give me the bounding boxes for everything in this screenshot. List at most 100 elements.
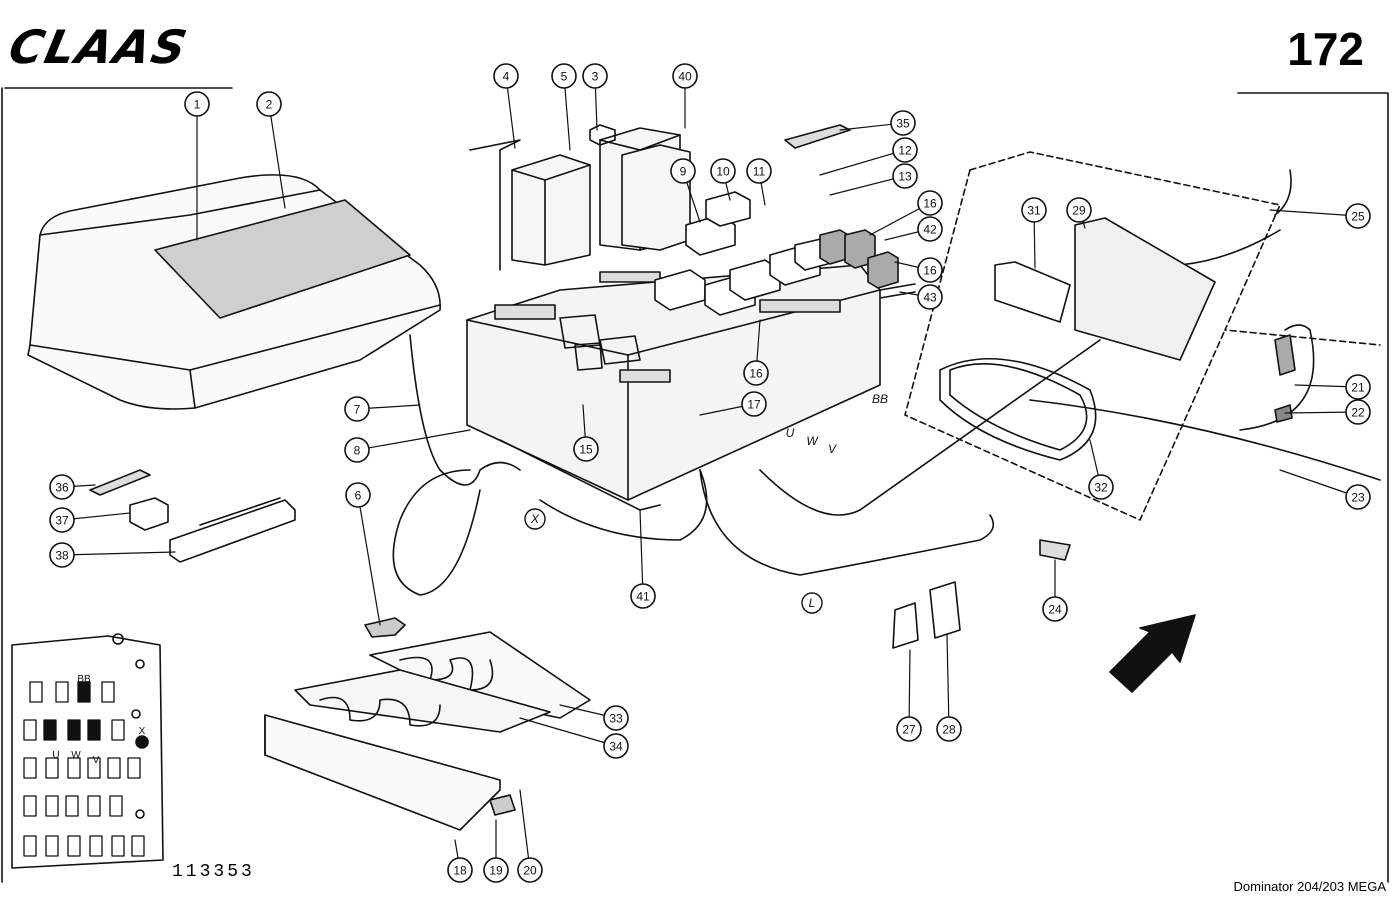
callout-circle: [551, 63, 577, 89]
page-number: 172: [1287, 23, 1364, 75]
callout-22: 22: [1284, 399, 1371, 425]
leader-line: [519, 717, 617, 747]
callout-circle: [184, 91, 210, 117]
callout-label: 23: [1351, 491, 1365, 505]
inset-label-bb: BB: [77, 674, 91, 685]
callout-circle: [344, 437, 370, 463]
callout-label: 13: [898, 170, 912, 184]
callout-label: 12: [898, 144, 912, 158]
inset-fuse: [67, 757, 81, 779]
callout-circle: [1042, 596, 1068, 622]
callout-5: 5: [551, 63, 577, 151]
callout-12: 12: [819, 137, 918, 176]
connector-letter-bb: BB: [872, 392, 888, 406]
callout-33: 33: [559, 704, 629, 731]
callout-41: 41: [630, 509, 656, 609]
leader-line: [1279, 469, 1359, 498]
small-relays: [654, 191, 916, 316]
letter-text: W: [806, 434, 819, 448]
connector-letter-w: W: [806, 434, 819, 448]
callout-label: 27: [902, 723, 916, 737]
inset-label-w: W: [71, 750, 81, 761]
connector-letter-v: V: [828, 442, 837, 456]
inset-label-u: U: [52, 750, 59, 761]
control-unit: [939, 217, 1296, 461]
callout-label: 3: [592, 70, 599, 84]
callout-circle: [447, 857, 473, 883]
callout-label: 42: [923, 223, 937, 237]
callout-label: 43: [923, 291, 937, 305]
callout-label: 2: [266, 98, 273, 112]
callout-label: 32: [1094, 481, 1108, 495]
callout-circle: [344, 396, 370, 422]
callout-label: 21: [1351, 381, 1365, 395]
callout-label: 4: [503, 70, 510, 84]
callout-label: 5: [561, 70, 568, 84]
inset-fuse: [43, 719, 57, 741]
callout-label: 10: [716, 165, 730, 179]
leader-line: [519, 789, 531, 871]
callout-1: 1: [184, 91, 210, 241]
callout-circle: [672, 63, 698, 89]
inset-fuse: [23, 835, 37, 857]
callout-42: 42: [884, 216, 943, 242]
callout-15: 15: [573, 404, 599, 462]
callout-circle: [892, 137, 918, 163]
callout-label: 25: [1351, 210, 1365, 224]
inset-fuse: [109, 795, 123, 817]
callout-circle: [49, 474, 75, 500]
callout-label: 16: [923, 264, 937, 278]
inset-fuse: [87, 757, 101, 779]
callout-38: 38: [49, 542, 176, 568]
letter-text: X: [530, 512, 540, 526]
leader-line: [829, 175, 906, 196]
inset-fuse: [131, 835, 145, 857]
callout-34: 34: [519, 717, 629, 759]
callout-label: 11: [753, 165, 766, 179]
callout-11: 11: [746, 158, 772, 206]
inset-fuse: [45, 757, 59, 779]
callout-10: 10: [710, 158, 736, 201]
callout-circle: [49, 542, 75, 568]
callout-label: 16: [749, 367, 763, 381]
callout-circle: [1066, 197, 1092, 223]
relay-box: [466, 264, 881, 511]
callout-circle: [917, 257, 943, 283]
callout-circle: [917, 190, 943, 216]
callout-circle: [710, 158, 736, 184]
wiring-harness: [392, 169, 1381, 596]
leader-line: [61, 551, 176, 556]
leader-line: [356, 429, 471, 451]
callout-circle: [49, 507, 75, 533]
callout-circle: [256, 91, 282, 117]
inset-fuse: [55, 681, 69, 703]
callout-circle: [746, 158, 772, 184]
callout-label: 16: [923, 197, 937, 211]
clips-and-socket: [892, 539, 1071, 649]
callout-4: 4: [493, 63, 519, 149]
inset-fuse: [101, 681, 115, 703]
callout-circle: [603, 733, 629, 759]
callout-circle: [483, 857, 509, 883]
callout-label: 24: [1048, 603, 1062, 617]
direction-arrow: [1109, 614, 1196, 693]
callout-label: 41: [636, 590, 650, 604]
callout-circle: [603, 705, 629, 731]
callout-circle: [896, 716, 922, 742]
inset-fuse: [111, 835, 125, 857]
callout-37: 37: [49, 507, 131, 533]
callout-16: 16: [869, 190, 943, 236]
inset-fuse: [87, 795, 101, 817]
callout-29: 29: [1066, 197, 1092, 229]
callout-label: 38: [55, 549, 69, 563]
inset-fuse: [87, 719, 101, 741]
bottom-rails: [264, 617, 591, 831]
callout-9: 9: [670, 158, 701, 223]
drawing-number: 113353: [172, 862, 255, 882]
inset-fuse: [107, 757, 121, 779]
leader-line: [357, 494, 381, 626]
